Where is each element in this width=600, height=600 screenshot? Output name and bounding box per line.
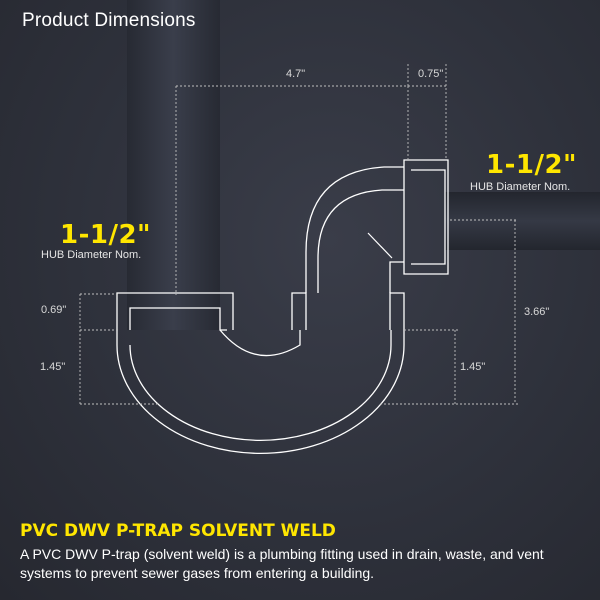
right-hub: [403, 159, 449, 275]
dimension-left-lower: 1.45": [40, 361, 66, 373]
left-hub-size-label: 1-1/2": [60, 220, 152, 250]
j-bend-inner: [129, 330, 392, 442]
product-description: A PVC DWV P-trap (solvent weld) is a plu…: [20, 546, 544, 581]
trap-crown: [219, 329, 301, 357]
elbow-outer: [305, 166, 404, 293]
right-socket: [291, 292, 405, 330]
dimension-top-width: 4.7": [286, 68, 306, 80]
left-hub: [116, 292, 234, 331]
elbow-inside: [389, 261, 404, 293]
j-bend-outer: [116, 330, 405, 455]
left-hub-caption: HUB Diameter Nom.: [41, 249, 142, 261]
dimension-hub-offset: 0.75": [418, 68, 444, 80]
right-hub-size-label: 1-1/2": [486, 150, 578, 180]
dimension-right-lower: 1.45": [460, 361, 486, 373]
flow-arrow-icon: [367, 232, 393, 259]
dimension-left-hub-depth: 0.69": [41, 304, 67, 316]
page-title: Product Dimensions: [22, 10, 196, 31]
elbow-inner: [317, 189, 404, 293]
dimension-right-height: 3.66": [524, 306, 550, 318]
vertical-drain-pipe: [127, 0, 220, 330]
product-title: PVC DWV P-TRAP SOLVENT WELD: [20, 521, 336, 541]
right-hub-caption: HUB Diameter Nom.: [470, 181, 571, 193]
horizontal-outlet-pipe: [445, 192, 600, 250]
